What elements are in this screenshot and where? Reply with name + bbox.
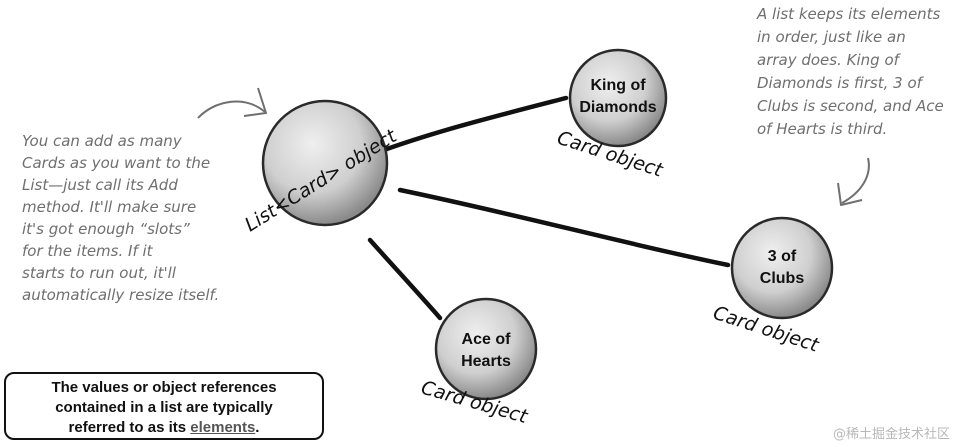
left-note-line-8: automatically resize itself.: [22, 286, 219, 304]
left-note-line-5: it's got enough “slots”: [22, 220, 190, 238]
right-note-line-3: array does. King of: [757, 51, 902, 69]
left-note-line-7: starts to run out, it'll: [22, 264, 177, 282]
watermark: @稀土掘金技术社区: [832, 427, 950, 442]
right-note-line-2: in order, just like an: [757, 28, 906, 46]
left-annotation: You can add as many Cards as you want to…: [22, 132, 219, 304]
connector-list-clubs: [397, 187, 731, 268]
callout-line-2: contained in a list are typically: [55, 399, 273, 416]
ace-of-hearts-node: Ace of Hearts Card object: [419, 297, 538, 428]
king-line1: King of: [590, 77, 646, 94]
king-sphere: [568, 48, 668, 148]
clubs-line1: 3 of: [768, 248, 797, 265]
left-arrow-icon: [197, 87, 267, 119]
right-note-line-6: of Hearts is third.: [757, 120, 887, 138]
callout-line-3-suffix: .: [255, 419, 260, 436]
three-of-clubs-node: 3 of Clubs Card object: [710, 216, 834, 357]
right-arrow-icon: [837, 157, 870, 206]
clubs-line2: Clubs: [760, 270, 805, 287]
left-note-line-3: List—just call its Add: [22, 176, 178, 194]
ace-line2: Hearts: [461, 353, 511, 370]
connector-list-king: [381, 95, 569, 153]
left-note-line-6: for the items. If it: [22, 242, 154, 260]
elements-callout-box: The values or object references containe…: [4, 372, 324, 440]
right-note-line-5: Clubs is second, and Ace: [757, 97, 944, 115]
right-annotation: A list keeps its elements in order, just…: [756, 5, 944, 138]
list-node: List<Card> object: [241, 99, 402, 236]
left-note-line-1: You can add as many: [22, 132, 183, 150]
list-sphere: [261, 99, 389, 227]
left-note-line-2: Cards as you want to the: [22, 154, 210, 172]
connector-list-ace: [367, 237, 443, 321]
king-line2: Diamonds: [579, 99, 656, 116]
clubs-sphere: [730, 216, 834, 320]
callout-line-3: referred to as its elements.: [12, 418, 316, 438]
king-of-diamonds-node: King of Diamonds Card object: [554, 48, 668, 182]
callout-line-1: The values or object references: [51, 379, 277, 396]
ace-line1: Ace of: [462, 331, 512, 348]
ace-sphere: [434, 297, 538, 401]
left-note-line-4: method. It'll make sure: [22, 198, 196, 216]
right-note-line-1: A list keeps its elements: [756, 5, 941, 23]
right-note-line-4: Diamonds is first, 3 of: [757, 74, 925, 92]
callout-elements-term: elements: [190, 419, 256, 436]
callout-line-3-prefix: referred to as its: [68, 419, 191, 436]
